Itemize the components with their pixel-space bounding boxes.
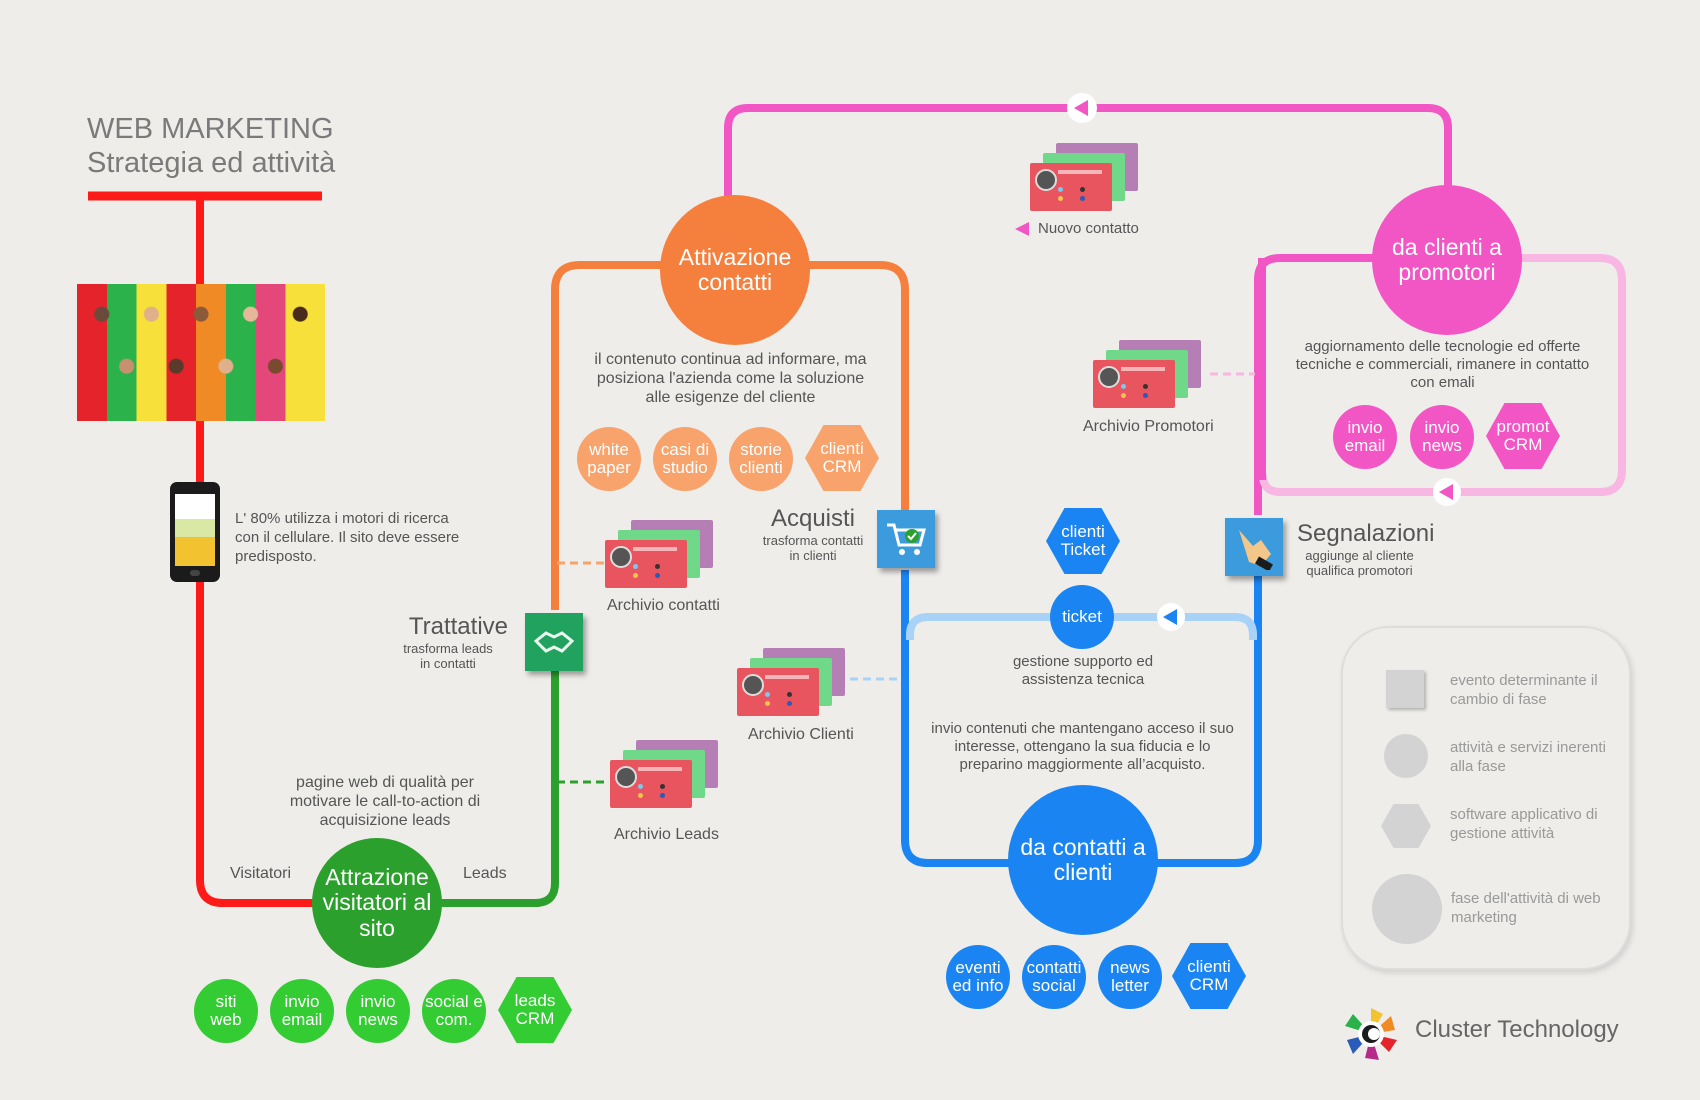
orange-path-right bbox=[808, 261, 909, 510]
page-subtitle: Strategia ed attività bbox=[87, 147, 336, 179]
archivio-leads-cards bbox=[610, 740, 725, 815]
software-label: leads CRM bbox=[514, 991, 556, 1028]
event-acquisti-subtitle: trasforma contatti in clienti bbox=[762, 533, 864, 563]
event-segnalazioni-title: Segnalazioni bbox=[1297, 520, 1435, 547]
service-label: storie clienti bbox=[739, 440, 783, 477]
service-casi-studio: casi di studio bbox=[653, 427, 717, 491]
service-label: siti web bbox=[210, 992, 242, 1029]
event-trattative-subtitle: trasforma leads in contatti bbox=[403, 641, 493, 671]
software-clienti-crm-blue: clienti CRM bbox=[1172, 943, 1246, 1009]
legend-hexagon-icon bbox=[1381, 804, 1431, 848]
service-label: invio email bbox=[1344, 418, 1386, 455]
software-label: clienti Ticket bbox=[1060, 522, 1106, 559]
brand-name: Cluster Technology bbox=[1415, 1016, 1619, 1043]
legend-big-circle-text: fase dell'attività di web marketing bbox=[1451, 890, 1601, 926]
green-path bbox=[430, 620, 559, 907]
software-label: promot CRM bbox=[1496, 417, 1550, 454]
leads-label: Leads bbox=[463, 865, 507, 882]
archivio-promotori-label: Archivio Promotori bbox=[1083, 418, 1214, 435]
service-invio-news: invio news bbox=[346, 979, 410, 1043]
software-promot-crm: promot CRM bbox=[1486, 403, 1560, 469]
service-label: social e com. bbox=[425, 992, 483, 1029]
service-label: casi di studio bbox=[660, 440, 710, 477]
service-eventi: eventi ed info bbox=[946, 945, 1010, 1009]
promotori-description: aggiornamento delle tecnologie ed offert… bbox=[1295, 338, 1590, 391]
software-label: clienti CRM bbox=[1187, 957, 1231, 994]
page-title: WEB MARKETING bbox=[87, 113, 334, 145]
service-invio-news-pink: invio news bbox=[1410, 405, 1474, 469]
event-segnalazioni: Segnalazioni aggiunge al cliente qualifi… bbox=[1297, 520, 1477, 578]
event-segnalazioni-subtitle: aggiunge al cliente qualifica promotori bbox=[1305, 548, 1414, 578]
event-acquisti: Acquisti trasforma contatti in clienti bbox=[753, 505, 873, 563]
service-label: invio news bbox=[358, 992, 398, 1029]
service-label: white paper bbox=[587, 440, 631, 477]
event-trattative: Trattative trasforma leads in contatti bbox=[380, 613, 508, 671]
phase-attrazione-circle: Attrazione visitatori al sito bbox=[312, 838, 442, 968]
service-newsletter: news letter bbox=[1098, 945, 1162, 1009]
software-clienti-ticket: clienti Ticket bbox=[1046, 508, 1120, 574]
attivazione-description: il contenuto continua ad informare, ma p… bbox=[594, 351, 867, 407]
service-social: social e com. bbox=[422, 979, 486, 1043]
service-invio-email-pink: invio email bbox=[1333, 405, 1397, 469]
red-path bbox=[196, 196, 320, 907]
event-acquisti-title: Acquisti bbox=[770, 505, 856, 532]
crowd-image bbox=[77, 284, 325, 421]
service-label: news letter bbox=[1110, 958, 1150, 995]
smartphone-icon bbox=[170, 482, 220, 582]
legend-square-icon bbox=[1386, 670, 1424, 708]
phase-attivazione-circle: Attivazione contatti bbox=[660, 195, 810, 345]
phase-clienti-label: da contatti a clienti bbox=[1020, 833, 1146, 885]
archivio-clienti-cards bbox=[737, 648, 852, 723]
phase-clienti-circle: da contatti a clienti bbox=[1008, 785, 1158, 935]
service-label: invio news bbox=[1422, 418, 1462, 455]
service-white-paper: white paper bbox=[577, 427, 641, 491]
archivio-leads-label: Archivio Leads bbox=[614, 826, 719, 843]
mobile-note: L' 80% utilizza i motori di ricerca con … bbox=[235, 510, 460, 565]
blue-path-left bbox=[901, 570, 1015, 867]
cluster-technology-logo bbox=[1343, 1006, 1399, 1062]
archivio-clienti-label: Archivio Clienti bbox=[748, 726, 854, 743]
software-label: clienti CRM bbox=[820, 439, 864, 476]
service-invio-email: invio email bbox=[270, 979, 334, 1043]
legend-circle-text: attività e servizi inerenti alla fase bbox=[1450, 739, 1606, 775]
support-description: gestione supporto ed assistenza tecnica bbox=[1012, 653, 1154, 688]
pointing-hand-icon bbox=[1225, 518, 1283, 576]
promotori-loop bbox=[1259, 254, 1626, 496]
archivio-promotori-cards bbox=[1093, 340, 1208, 415]
legend-big-circle-icon bbox=[1372, 874, 1442, 944]
arrow-left-icon bbox=[1163, 609, 1177, 625]
nuovo-contatto-arrow-icon bbox=[1015, 222, 1029, 236]
orange-path-left bbox=[551, 261, 665, 610]
clienti-description: invio contenuti che mantengano acceso il… bbox=[931, 720, 1234, 773]
service-label: eventi ed info bbox=[952, 958, 1004, 995]
phase-promotori-label: da clienti a promotori bbox=[1392, 233, 1502, 285]
nuovo-contatto-label: Nuovo contatto bbox=[1038, 220, 1139, 237]
phase-promotori-circle: da clienti a promotori bbox=[1372, 185, 1522, 335]
legend-hexagon-text: software applicativo di gestione attivit… bbox=[1450, 806, 1598, 842]
phase-attrazione-label: Attrazione visitatori al sito bbox=[322, 864, 432, 941]
service-contatti-social: contatti social bbox=[1022, 945, 1086, 1009]
handshake-icon bbox=[525, 613, 583, 671]
event-trattative-title: Trattative bbox=[408, 613, 508, 640]
arrow-left-icon bbox=[1439, 484, 1453, 500]
phase-attivazione-label: Attivazione contatti bbox=[678, 243, 792, 295]
archivio-contatti-label: Archivio contatti bbox=[607, 597, 720, 614]
blue-path-right bbox=[1150, 575, 1262, 867]
service-siti-web: siti web bbox=[194, 979, 258, 1043]
visitatori-label: Visitatori bbox=[230, 865, 292, 882]
arrow-left-icon bbox=[1074, 100, 1088, 116]
legend-square-text: evento determinante il cambio di fase bbox=[1450, 672, 1598, 708]
shopping-cart-icon bbox=[877, 510, 935, 568]
attrazione-description: pagine web di qualità per motivare le ca… bbox=[289, 774, 481, 830]
service-label: ticket bbox=[1062, 607, 1102, 627]
archivio-contatti-cards bbox=[605, 520, 720, 595]
service-ticket: ticket bbox=[1050, 585, 1114, 649]
service-label: invio email bbox=[281, 992, 323, 1029]
nuovo-contatto-cards bbox=[1030, 143, 1145, 218]
legend-panel: evento determinante il cambio di fase at… bbox=[1341, 626, 1631, 970]
service-label: contatti social bbox=[1026, 958, 1082, 995]
service-storie-clienti: storie clienti bbox=[729, 427, 793, 491]
legend-circle-icon bbox=[1384, 734, 1428, 778]
